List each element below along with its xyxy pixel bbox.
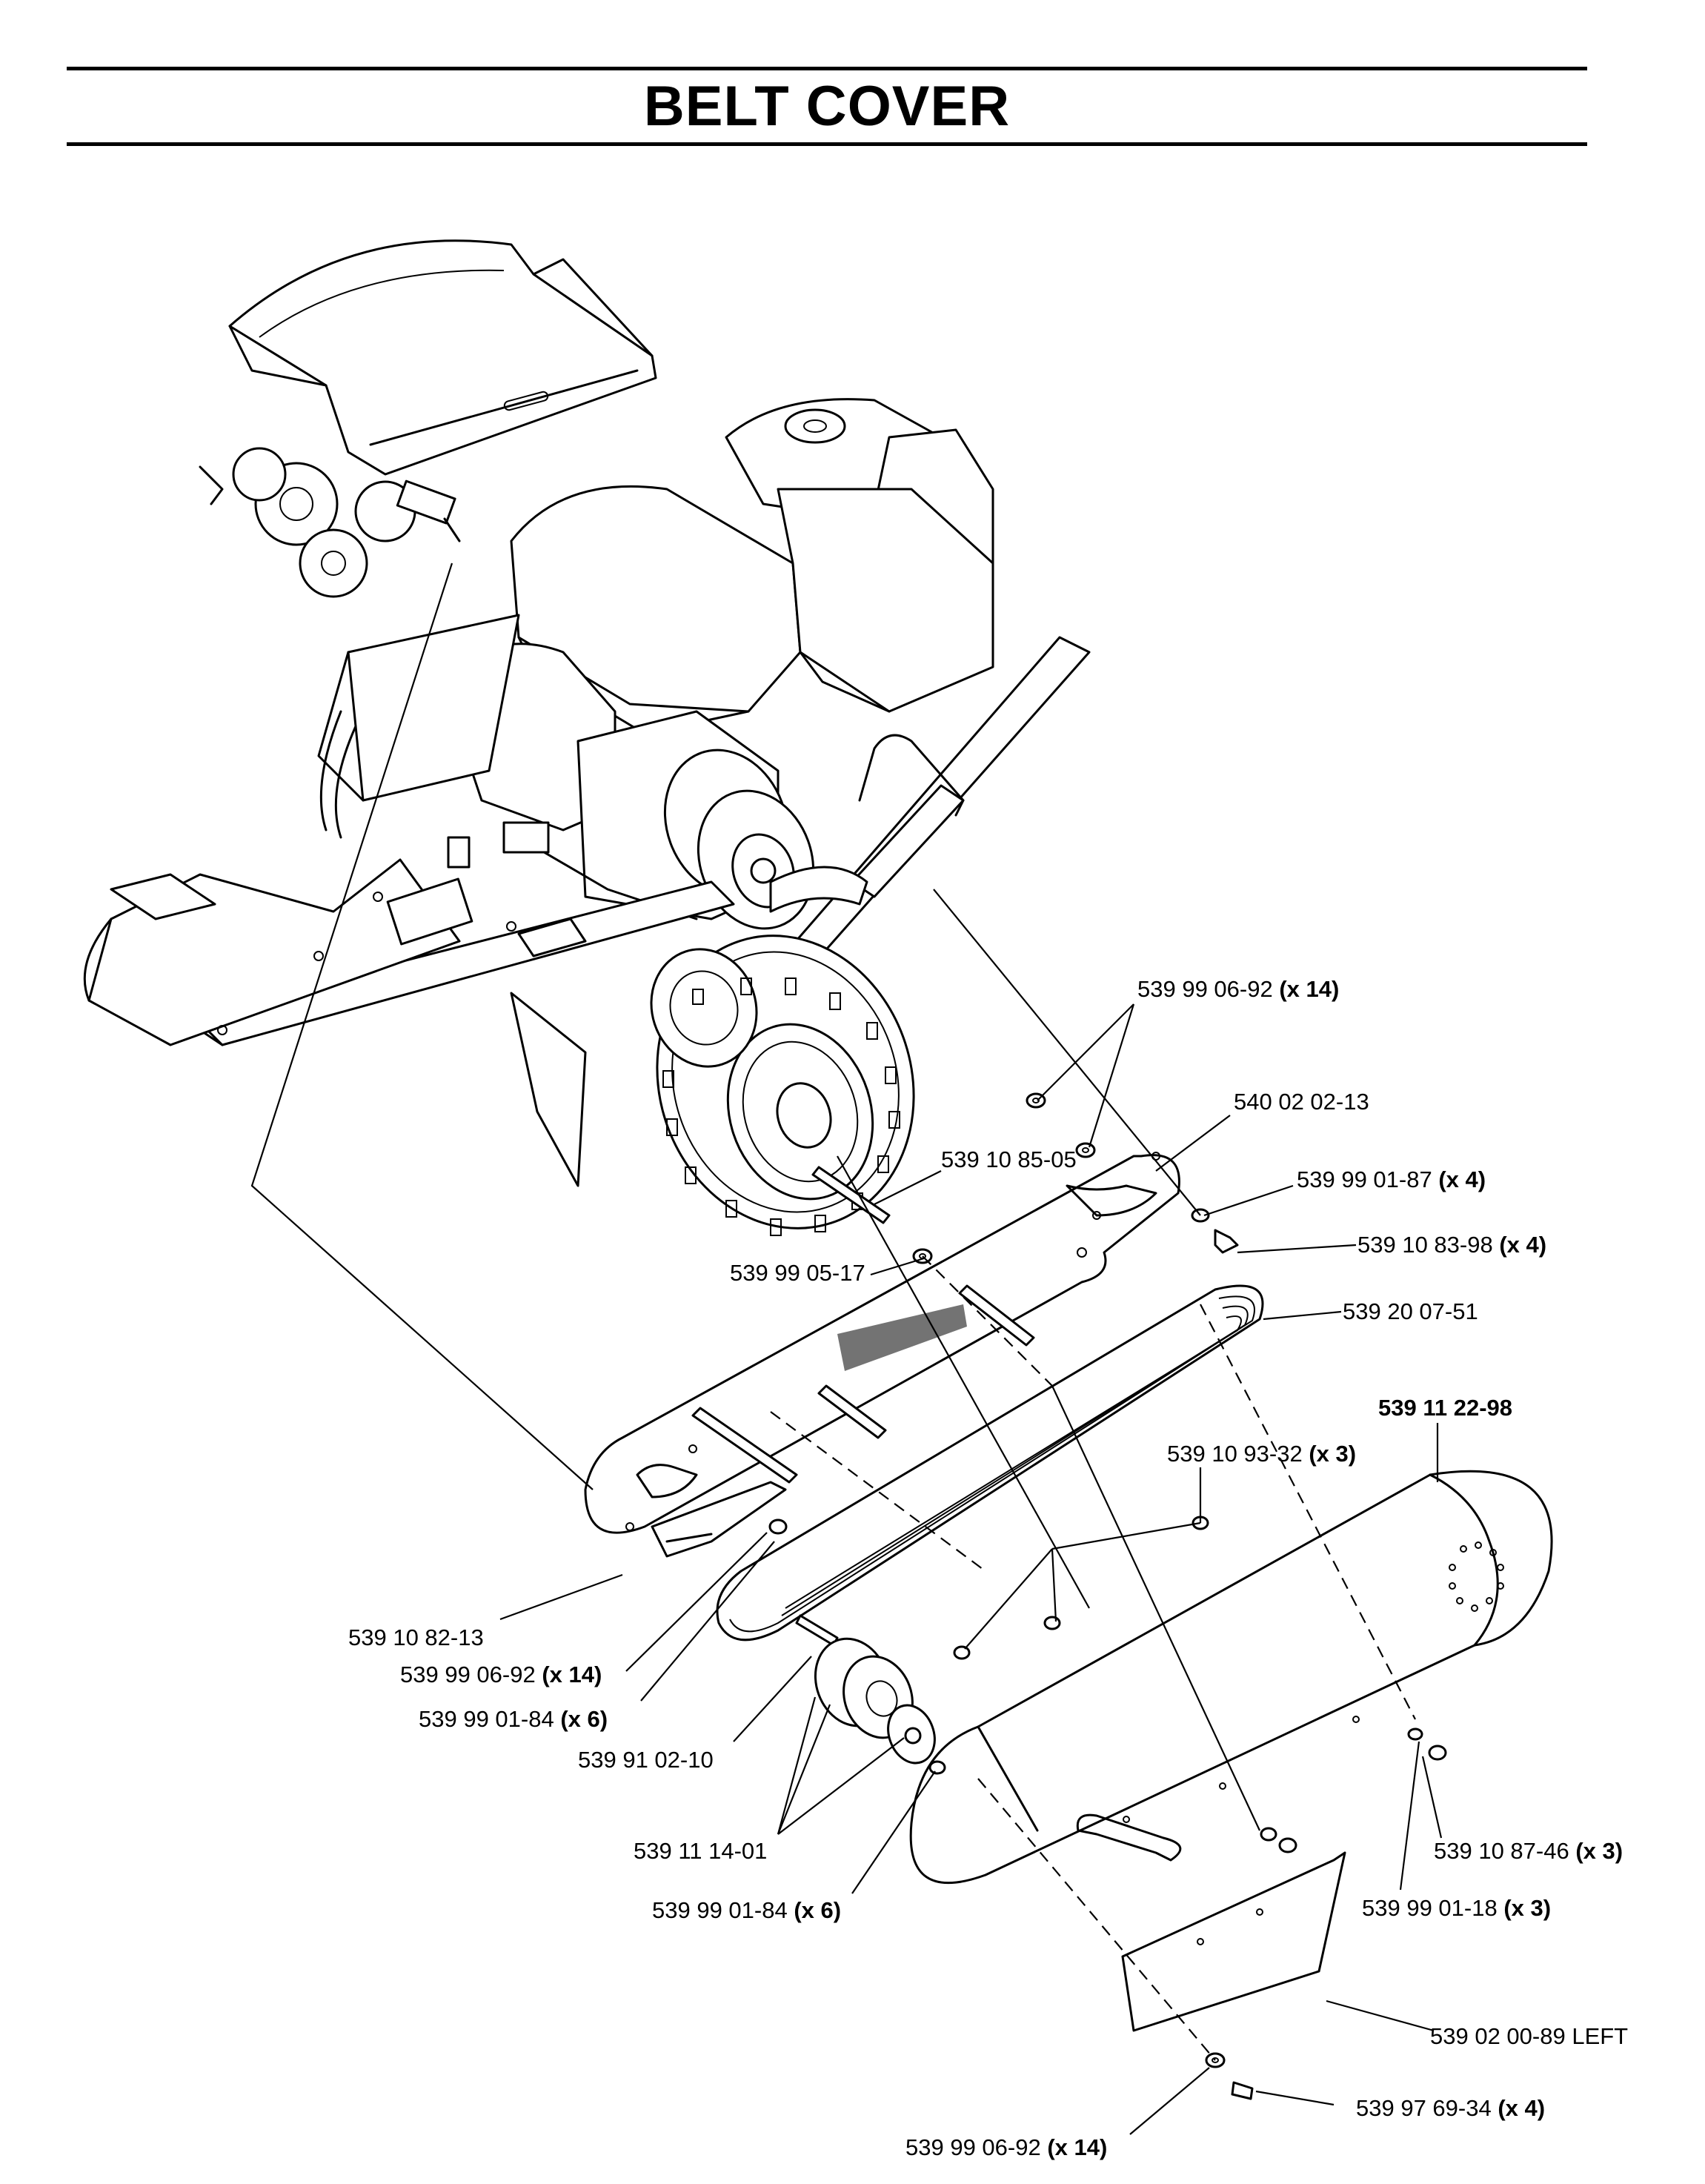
callout-c2: 540 02 02-13 (1234, 1089, 1369, 1115)
spacer-tubes (691, 1166, 1035, 1484)
cutter-wheel-drawing (199, 447, 461, 598)
wheel-drawing (650, 935, 915, 1236)
skid-plate-drawing (510, 992, 587, 1187)
frame-drawing (83, 614, 1091, 1046)
callout-c20: 539 99 06-92 (x 14) (905, 2134, 1107, 2160)
callout-c7: 539 20 07-51 (1343, 1298, 1478, 1324)
callout-leaders (499, 1003, 1443, 2135)
callout-c18: 539 02 00-89 LEFT (1430, 2023, 1628, 2049)
exploded-parts (250, 562, 1553, 2100)
callout-c17: 539 99 01-18 (x 3) (1362, 1895, 1551, 1921)
assembly-lines (250, 562, 1416, 2061)
cover-hole-ring (1449, 1541, 1504, 1612)
outer-cover-drawing (909, 1470, 1553, 1885)
callout-c9: 539 10 93-32 (x 3) (1167, 1441, 1356, 1467)
wheel-guard-drawing (228, 239, 657, 476)
callout-c11: 539 99 06-92 (x 14) (400, 1662, 602, 1687)
left-tire-drawing (319, 710, 357, 839)
fasteners (768, 1092, 1447, 2100)
callout-c14: 539 11 14-01 (634, 1838, 767, 1864)
callout-c6: 539 99 05-17 (730, 1260, 865, 1286)
title-rule-top (67, 67, 1587, 70)
side-panel-drawing (1121, 1851, 1346, 2032)
callout-c10: 539 10 82-13 (348, 1624, 484, 1650)
callout-c1: 539 99 06-92 (x 14) (1137, 976, 1339, 1002)
machine-assembly (83, 239, 1091, 1236)
belt-drawing (716, 1284, 1264, 1642)
callout-c13: 539 91 02-10 (578, 1747, 714, 1773)
callout-c15: 539 10 87-46 (x 3) (1434, 1838, 1623, 1864)
callout-c12: 539 99 01-84 (x 6) (419, 1706, 608, 1732)
callout-c5: 539 10 83-98 (x 4) (1357, 1232, 1546, 1258)
callout-c4: 539 10 85-05 (941, 1146, 1077, 1172)
page-title: BELT COVER (643, 75, 1011, 138)
vent-holes (837, 1304, 967, 1371)
callout-c16: 539 99 01-84 (x 6) (652, 1897, 841, 1923)
title-rule-bottom (67, 142, 1587, 146)
cutter-pulley-drawing (795, 1614, 936, 1765)
callout-labels: 539 99 06-92 (x 14) 540 02 02-13 539 99 … (348, 976, 1628, 2160)
callout-c19: 539 97 69-34 (x 4) (1356, 2095, 1545, 2121)
callout-c3: 539 99 01-87 (x 4) (1297, 1166, 1486, 1192)
callout-c8: 539 11 22-98 (1378, 1395, 1512, 1421)
